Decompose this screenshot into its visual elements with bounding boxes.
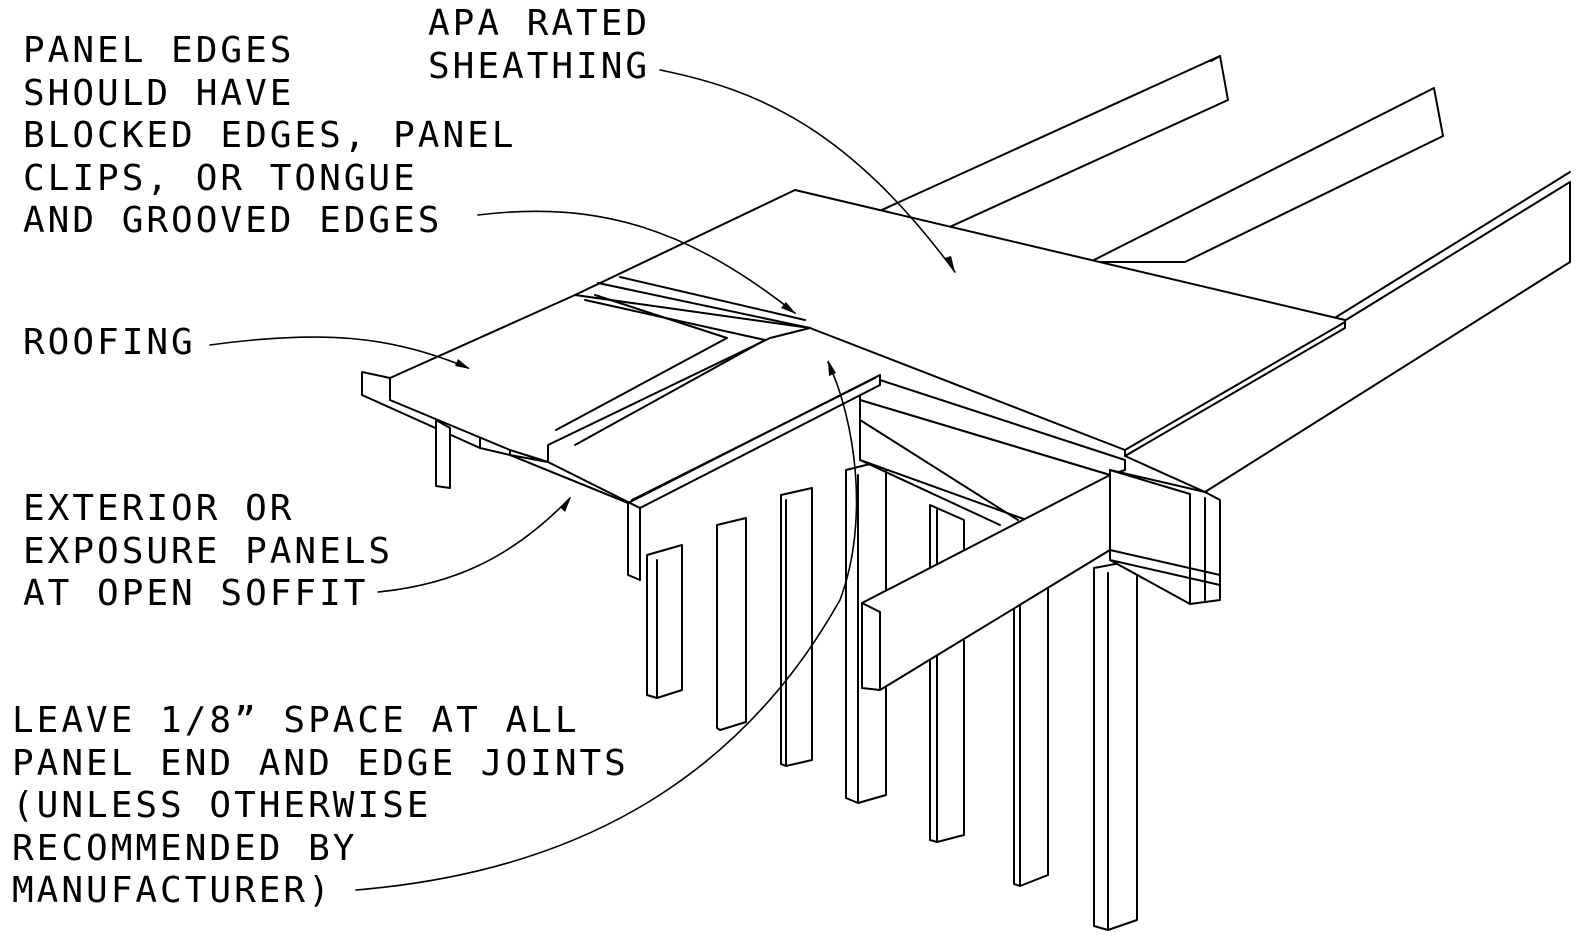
leader-apa-sheathing (659, 69, 956, 273)
leader-exterior-panels (377, 497, 571, 593)
callout-panel-edges: PANEL EDGES SHOULD HAVE BLOCKED EDGES, P… (23, 30, 517, 241)
soffit-panel (509, 454, 641, 509)
header-beam (861, 474, 1111, 691)
roofing-layer (389, 276, 811, 463)
callout-apa-rated-sheathing: APA RATED SHEATHING (428, 3, 651, 87)
leader-panel-edges (477, 210, 796, 314)
callout-leave-space: LEAVE 1/8” SPACE AT ALL PANEL END AND ED… (12, 700, 629, 911)
rafter-middle (1089, 87, 1444, 263)
callout-exterior-panels: EXTERIOR OR EXPOSURE PANELS AT OPEN SOFF… (23, 488, 394, 614)
leader-lines (209, 69, 956, 891)
leader-leave-space (355, 360, 858, 891)
callout-roofing: ROOFING (23, 322, 196, 363)
leader-roofing (209, 336, 470, 369)
